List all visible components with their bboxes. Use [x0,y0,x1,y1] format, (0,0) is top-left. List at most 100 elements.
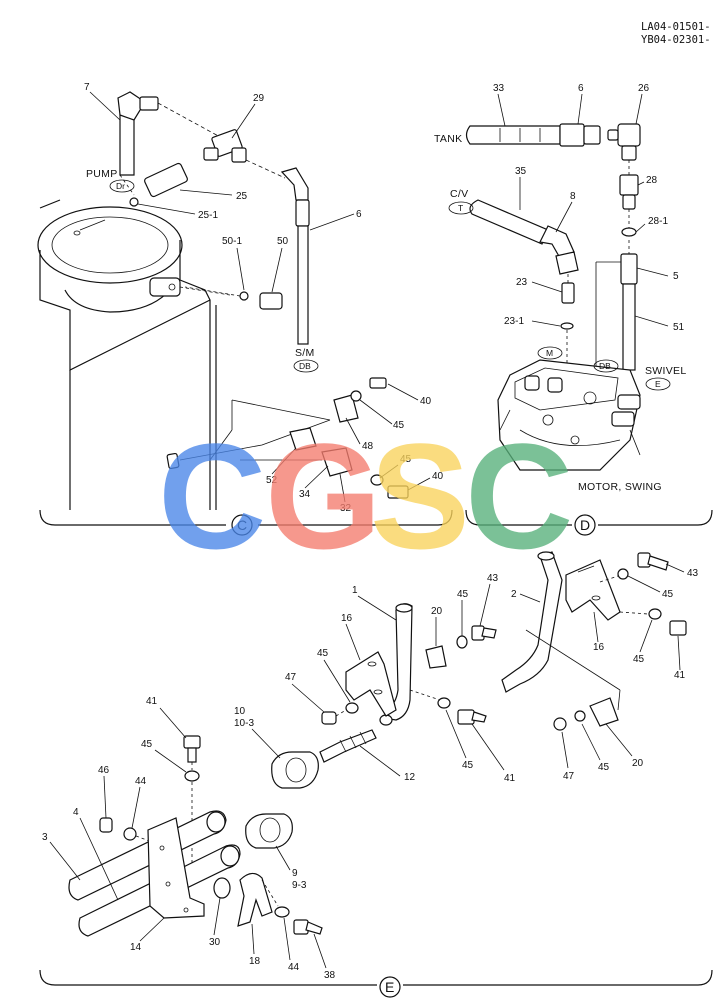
plug-50 [184,286,283,310]
part-label-23-1: 23-1 [504,316,524,327]
panel-e: E [39,551,713,998]
part-label-35: 35 [515,166,527,177]
nut-46-washer-44 [99,817,153,843]
header-code-2: YB04-02301- [641,34,711,46]
panel-e-frame-left [39,969,377,986]
part-label-8: 8 [570,191,576,202]
elbow-fitting-26 [607,123,641,175]
part-label-43-mid: 43 [487,573,499,584]
panel-d-marker [574,514,596,536]
part-label-12: 12 [404,772,416,783]
part-label-44-bottom: 44 [288,962,300,973]
db-port-code: DB [599,361,611,371]
part-label-6-c: 6 [356,209,362,220]
hose-33 [465,123,601,147]
part-label-33: 33 [493,83,505,94]
joint-9 [245,813,293,849]
bolts-right-lower [619,608,687,636]
panel-c: C [37,82,453,536]
clamp-20-right [525,629,621,731]
part-label-16-left: 16 [341,613,353,624]
part-label-47-right: 47 [563,771,575,782]
part-label-1: 1 [352,585,358,596]
panel-d-marker-label: D [580,517,590,533]
joint-10 [271,729,377,789]
swivel-label: SWIVEL [645,365,686,377]
part-label-26: 26 [638,83,650,94]
db-port-oval [593,359,619,373]
bracket-16-left [345,651,397,717]
watermark-letter-3: S [370,412,470,580]
part-label-45-left-mid: 45 [141,739,153,750]
part-label-40-top: 40 [420,396,432,407]
watermark-letter-4: C [465,412,573,580]
part-label-44-top: 44 [135,776,147,787]
part-label-47-left: 47 [285,672,297,683]
part-label-43-top: 43 [687,568,699,579]
part-label-45-mid: 45 [462,760,474,771]
part-label-16-right: 16 [593,642,605,653]
sm-port-oval [293,359,319,373]
cgsc-watermark: C G S C [158,412,573,580]
part-label-6-d: 6 [578,83,584,94]
part-label-45-bottom: 45 [400,454,412,465]
part-label-18: 18 [249,956,261,967]
spacer-clamp-bolt [213,872,323,935]
panel-c-frame-right [258,509,453,526]
part-label-23: 23 [516,277,528,288]
part-label-41-right: 41 [674,670,686,681]
tank-label: TANK [434,133,462,145]
nut-washer-left [321,702,359,725]
part-label-41-mid: 41 [504,773,516,784]
hose-6-c [280,167,310,345]
part-label-5: 5 [673,271,679,282]
part-label-4: 4 [73,807,79,818]
motor-swing-label: MOTOR, SWING [578,481,662,493]
m-port-code: M [546,348,553,358]
watermark-letter-2: G [265,412,382,580]
part-label-50: 50 [277,236,289,247]
panel-c-marker-label: C [237,517,247,533]
pump-port-code: Dr [116,181,125,191]
part-label-51: 51 [673,322,685,333]
part-label-52: 52 [266,475,278,486]
part-label-50-1: 50-1 [222,236,242,247]
part-label-28-1: 28-1 [648,216,668,227]
swivel-port-oval [645,377,671,391]
part-label-3: 3 [42,832,48,843]
panel-c-marker [231,514,253,536]
panel-e-frame-right [403,969,713,986]
part-label-20-left: 20 [431,606,443,617]
panel-d: D [434,83,713,536]
connector-25 [119,162,188,207]
part-label-2: 2 [511,589,517,600]
fitting-28 [619,174,639,237]
part-label-9-3: 9-3 [292,880,307,891]
cv-label: C/V [450,188,468,200]
part-label-29: 29 [253,93,265,104]
part-label-46: 46 [98,765,110,776]
panel-c-frame-left [39,509,226,526]
part-label-28: 28 [646,175,658,186]
part-label-48: 48 [362,441,374,452]
panel-d-frame-right [598,509,713,526]
watermark-letter-1: C [158,412,266,580]
tank-body [37,199,231,510]
part-label-9: 9 [292,868,298,879]
sm-port-code: DB [299,361,311,371]
part-label-45-right-low: 45 [598,762,610,773]
part-label-30: 30 [209,937,221,948]
clamp-assembly-c [166,377,409,510]
m-port-oval [537,346,563,360]
swing-motor-block [497,359,641,471]
part-label-20-right: 20 [632,758,644,769]
bolt-41-left [183,735,201,880]
bolt-41-middle [409,689,487,725]
part-label-10-3: 10-3 [234,718,254,729]
sm-label: S/M [295,347,315,359]
part-label-45-right-mid: 45 [633,654,645,665]
elbow-fitting-7 [117,91,223,176]
nipple-23 [560,282,575,380]
